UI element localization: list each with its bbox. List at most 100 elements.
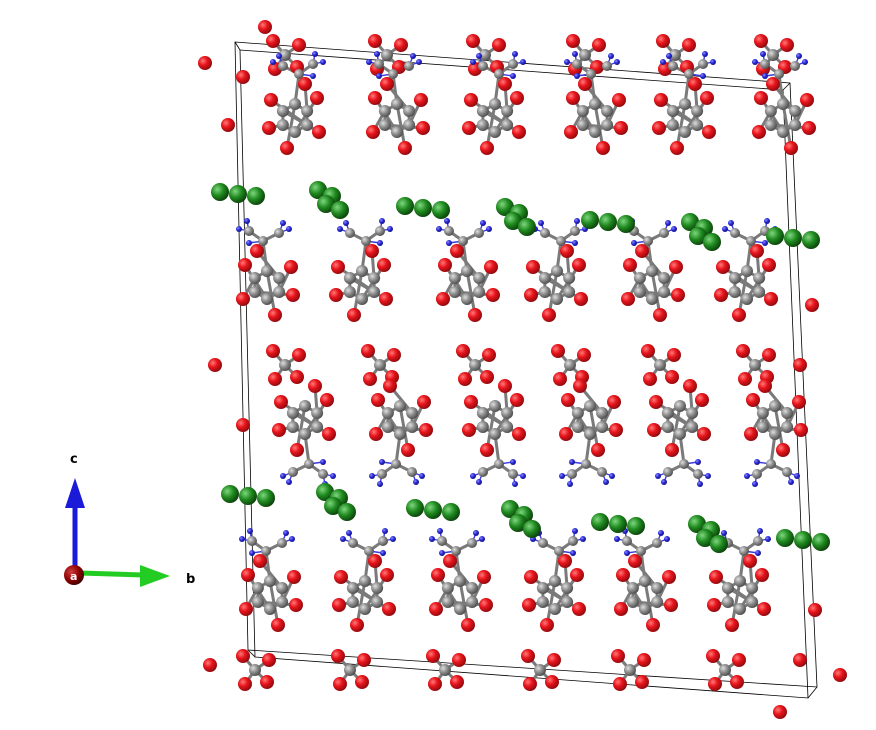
nitrogen-atom: [788, 479, 794, 485]
oxygen-atom: [707, 598, 721, 612]
carbon-atom: [478, 61, 488, 71]
oxygen-atom: [371, 393, 385, 407]
oxygen-atom: [450, 244, 464, 258]
carbon-atom: [374, 359, 386, 371]
carbon-atom: [478, 467, 488, 477]
bond: [545, 579, 557, 627]
oxygen-atom: [754, 91, 768, 105]
oxygen-atom: [524, 288, 538, 302]
oxygen-atom: [591, 443, 605, 457]
carbon-atom: [377, 469, 387, 479]
oxygen-atom: [365, 244, 379, 258]
oxygen-atom: [607, 395, 621, 409]
carbon-atom: [508, 59, 518, 69]
nitrogen-atom: [744, 473, 750, 479]
nitrogen-atom: [247, 528, 253, 534]
oxygen-atom: [401, 443, 415, 457]
chlorine-atom: [696, 529, 714, 547]
nitrogen-atom: [572, 51, 578, 57]
carbon-atom: [458, 236, 468, 246]
nitrogen-atom: [280, 473, 286, 479]
oxygen-atom: [239, 602, 253, 616]
nitrogen-atom: [754, 459, 760, 465]
oxygen-atom: [290, 443, 304, 457]
nitrogen-atom: [377, 481, 383, 487]
bond: [737, 269, 749, 317]
oxygen-atom: [458, 372, 472, 386]
carbon-atom: [368, 272, 381, 284]
nitrogen-atom: [436, 226, 442, 232]
carbon-atom: [311, 421, 324, 433]
oxygen-atom: [266, 34, 280, 48]
carbon-atom: [391, 126, 403, 138]
bond: [265, 269, 277, 317]
carbon-atom: [448, 286, 461, 298]
nitrogen-atom: [366, 59, 372, 65]
chlorine-atom: [766, 227, 784, 245]
oxygen-atom: [290, 370, 304, 384]
nitrogen-atom: [580, 536, 586, 542]
a-axis-label: a: [70, 570, 77, 583]
carbon-atom: [444, 226, 454, 236]
carbon-atom: [651, 582, 664, 594]
oxygen-atom: [708, 677, 722, 691]
b-axis-arrowhead: [140, 565, 170, 587]
oxygen-atom: [477, 570, 491, 584]
oxygen-atom: [380, 77, 394, 91]
carbon-atom: [639, 575, 651, 587]
carbon-atom: [391, 459, 401, 469]
carbon-atom: [274, 228, 284, 238]
carbon-atom: [356, 265, 368, 277]
oxygen-atom: [512, 125, 526, 139]
oxygen-atom: [436, 292, 450, 306]
oxygen-atom: [287, 570, 301, 584]
carbon-atom: [561, 596, 574, 608]
oxygen-atom: [221, 118, 235, 132]
carbon-atom: [461, 293, 473, 305]
chlorine-atom: [424, 501, 442, 519]
carbon-atom: [556, 236, 566, 246]
bond: [675, 102, 687, 150]
oxygen-atom: [755, 568, 769, 582]
unit-cell-edge: [234, 41, 241, 51]
nitrogen-atom: [609, 473, 615, 479]
oxygen-atom: [274, 395, 288, 409]
carbon-atom: [764, 105, 777, 117]
carbon-atom: [756, 421, 769, 433]
bond: [485, 102, 497, 150]
oxygen-atom: [438, 258, 452, 272]
bond: [650, 269, 662, 317]
oxygen-atom: [635, 675, 649, 689]
carbon-atom: [721, 596, 734, 608]
nitrogen-atom: [286, 479, 292, 485]
nitrogen-atom: [377, 240, 383, 246]
chlorine-atom: [794, 531, 812, 549]
carbon-atom: [378, 119, 391, 131]
oxygen-atom: [744, 427, 758, 441]
carbon-atom: [308, 59, 318, 69]
chlorine-atom: [688, 515, 706, 533]
carbon-atom: [554, 546, 564, 556]
carbon-atom: [572, 59, 582, 69]
carbon-atom: [651, 596, 664, 608]
oxygen-atom: [312, 125, 326, 139]
oxygen-atom: [258, 20, 272, 34]
carbon-atom: [489, 400, 501, 412]
carbon-atom: [381, 421, 394, 433]
carbon-atom: [540, 228, 550, 238]
oxygen-atom: [833, 668, 847, 682]
carbon-atom: [461, 265, 473, 277]
chlorine-atom: [599, 213, 617, 231]
oxygen-atom: [266, 344, 280, 358]
carbon-atom: [454, 603, 466, 615]
carbon-atom: [466, 596, 479, 608]
nitrogen-atom: [700, 73, 706, 79]
carbon-atom: [752, 469, 762, 479]
chlorine-atom: [812, 533, 830, 551]
chlorine-atom: [509, 514, 527, 532]
oxygen-atom: [236, 292, 250, 306]
nitrogen-atom: [479, 536, 485, 542]
bond: [355, 579, 367, 627]
chlorine-atom: [689, 227, 707, 245]
